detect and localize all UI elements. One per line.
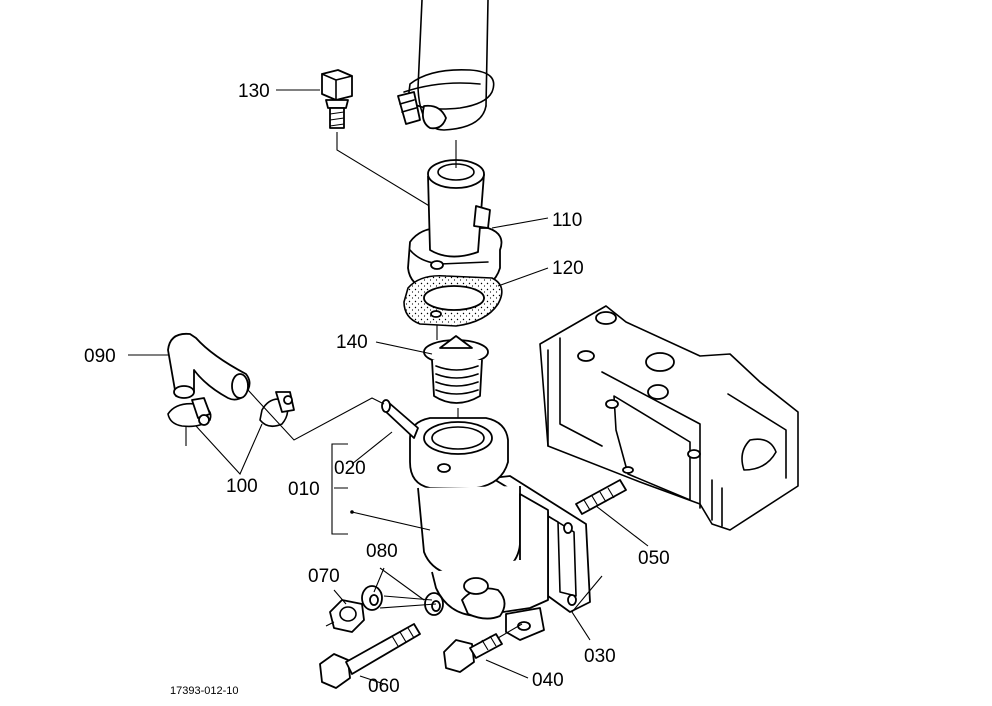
bolt-040-axis [497, 623, 523, 639]
label-130: 130 [238, 81, 270, 102]
label-060: 060 [368, 676, 400, 697]
bypass-hose-090 [167, 332, 251, 401]
thermostat-housing-010 [409, 417, 549, 641]
label-120: 120 [552, 258, 584, 279]
label-140: 140 [336, 332, 368, 353]
label-110: 110 [552, 210, 582, 231]
bypass-hose-axis [247, 389, 385, 441]
upper-hose [417, 0, 489, 131]
gasket-120 [403, 274, 503, 327]
hose-clamp-100-right [259, 391, 295, 428]
bolt-130 [321, 69, 353, 129]
hose-clamp-100-left [167, 397, 212, 446]
hose-clamp-upper [397, 68, 495, 130]
label-080: 080 [366, 541, 398, 562]
engine-block [539, 305, 799, 531]
label-040: 040 [532, 670, 564, 691]
label-100: 100 [226, 476, 258, 497]
nut-070 [325, 599, 365, 633]
leader-lines [128, 89, 649, 685]
outlet-fitting-110 [407, 159, 503, 291]
bolt-130-axis [336, 132, 437, 211]
label-020: 020 [334, 458, 366, 479]
label-010: 010 [288, 479, 320, 500]
label-090: 090 [84, 346, 116, 367]
label-050: 050 [638, 548, 670, 569]
bypass-pipe-020 [381, 399, 419, 439]
label-030: 030 [584, 646, 616, 667]
drawing-reference-code: 17393-012-10 [170, 685, 239, 697]
thermostat-140 [423, 335, 489, 404]
stud-bolt-050 [575, 479, 627, 515]
bolt-040 [443, 633, 503, 673]
label-070: 070 [308, 566, 340, 587]
part-labels: 130 110 120 140 090 020 010 100 050 080 … [84, 81, 670, 697]
bolt-060 [319, 623, 421, 689]
